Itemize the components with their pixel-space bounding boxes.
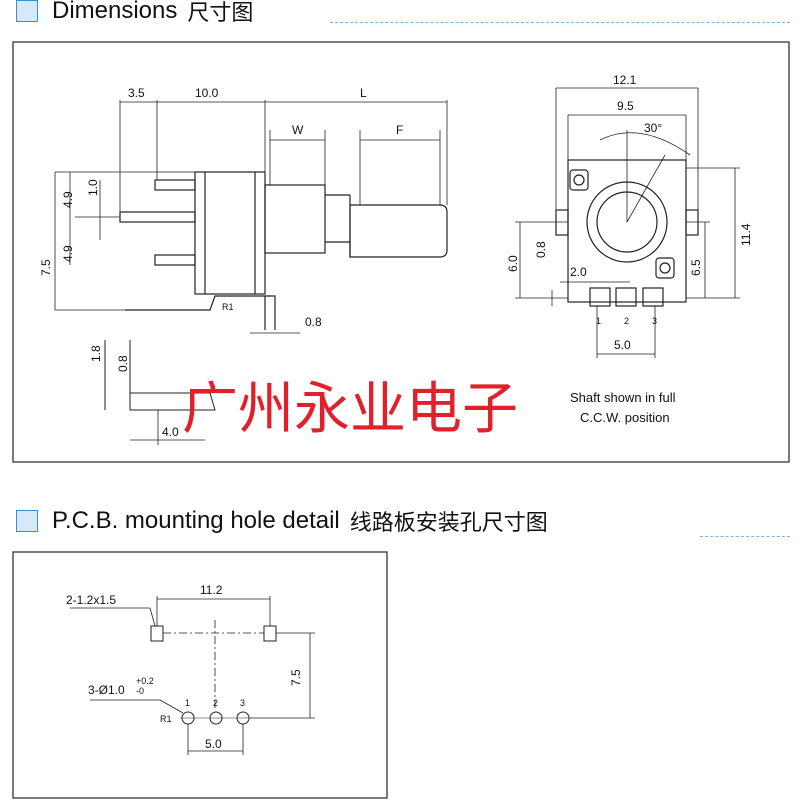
front-view [515, 87, 740, 358]
pin-label-2: 2 [624, 316, 629, 326]
pin-label-1: 1 [596, 316, 601, 326]
dim-L: L [360, 86, 367, 100]
section-square-icon [16, 0, 38, 22]
note-line-1: Shaft shown in full [570, 390, 676, 405]
section-rule [330, 22, 790, 23]
dim-0-8-front: 0.8 [534, 241, 548, 258]
dim-4-9-bot: 4.9 [61, 245, 75, 262]
dimensions-frame [12, 41, 790, 463]
dim-2-0: 2.0 [570, 265, 587, 279]
dim-pins-tol-minus: -0 [136, 686, 144, 696]
dim-7-5: 7.5 [39, 259, 53, 276]
dim-holes: 2-1.2x1.5 [66, 593, 116, 607]
dim-3-5: 3.5 [128, 86, 145, 100]
dim-7-5-pcb: 7.5 [289, 669, 303, 686]
dim-F: F [396, 123, 403, 137]
dim-1-8: 1.8 [89, 345, 103, 362]
dim-1-0: 1.0 [86, 179, 100, 196]
pcb-pin-3: 3 [240, 698, 245, 708]
section-title: P.C.B. mounting hole detail [52, 507, 340, 534]
terminal-pin [154, 254, 196, 266]
section-title-cn: 线路板安装孔尺寸图 [349, 511, 548, 536]
dim-11-2: 11.2 [200, 583, 223, 597]
dim-4-9-top: 4.9 [61, 191, 75, 208]
shaft [349, 204, 448, 258]
terminal-pin [119, 211, 196, 223]
section-rule [700, 536, 790, 537]
dim-pins-main: 3-Ø1.0 [88, 683, 125, 697]
mount-hole-right [263, 625, 277, 642]
dim-11-4: 11.4 [739, 223, 753, 246]
dim-30-deg: 30° [644, 121, 662, 135]
terminal-detail [104, 340, 216, 445]
dim-0-8-terminal: 0.8 [116, 355, 130, 372]
bushing [264, 184, 326, 254]
mounting-leg [125, 295, 276, 311]
mount-hole-left [150, 625, 164, 642]
watermark-text: 广州永业电子 [182, 377, 518, 442]
terminal-pin [154, 179, 196, 191]
section-title: Dimensions [52, 0, 178, 24]
dim-4-0: 4.0 [162, 425, 179, 439]
pcb-header: P.C.B. mounting hole detail 线路板安装孔尺寸图 [16, 506, 548, 536]
dim-12-1: 12.1 [613, 73, 637, 87]
side-view [54, 100, 448, 334]
dim-6-0: 6.0 [506, 255, 520, 272]
section-title-cn: 尺寸图 [187, 1, 254, 26]
pcb-pin-1: 1 [185, 698, 190, 708]
pcb-frame [12, 551, 388, 799]
pcb-pin-2: 2 [213, 698, 218, 708]
dim-5-0-pcb: 5.0 [205, 737, 222, 751]
pcb-drawing [70, 596, 315, 755]
dim-W: W [292, 123, 304, 137]
dim-pins-tol-plus: +0.2 [136, 676, 154, 686]
note-line-2: C.C.W. position [580, 410, 670, 425]
dim-5-0-front: 5.0 [614, 338, 631, 352]
label-R1-pcb: R1 [160, 714, 172, 724]
dimensions-header: Dimensions 尺寸图 [16, 0, 253, 26]
section-square-icon [16, 510, 38, 532]
dim-10-0: 10.0 [195, 86, 219, 100]
dim-6-5: 6.5 [689, 259, 703, 276]
pin-label-3: 3 [652, 316, 657, 326]
dim-9-5: 9.5 [617, 99, 634, 113]
label-R1: R1 [222, 302, 234, 312]
dim-0-8: 0.8 [305, 315, 322, 329]
